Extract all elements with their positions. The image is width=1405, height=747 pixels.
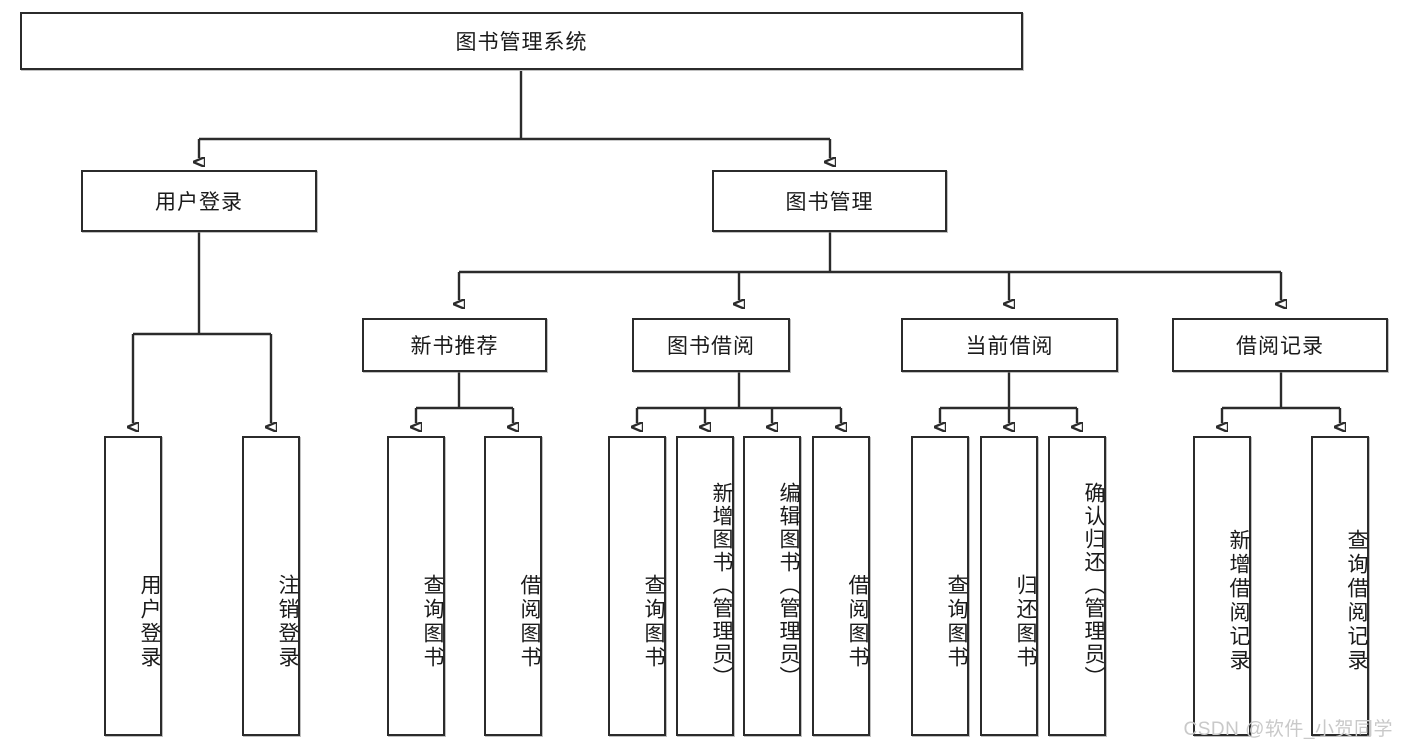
node-new-book-rec[interactable]: 新书推荐: [362, 318, 547, 372]
node-leaf-rec-borrow-label: 借阅图书: [518, 574, 541, 670]
node-leaf-borrow-edit-label: 编辑图书（管理员）: [777, 481, 800, 689]
node-leaf-user-logout[interactable]: 注销登录: [242, 436, 300, 736]
node-new-book-rec-label: 新书推荐: [410, 335, 499, 358]
node-book-borrow-label: 图书借阅: [667, 335, 755, 358]
node-leaf-borrow-edit[interactable]: 编辑图书（管理员）: [743, 436, 801, 736]
watermark: CSDN @软件_小贺同学: [1183, 719, 1393, 740]
node-leaf-cur-query[interactable]: 查询图书: [911, 436, 969, 736]
node-leaf-borrow-query-label: 查询图书: [642, 574, 665, 670]
node-leaf-rec-add-label: 新增借阅记录: [1227, 529, 1250, 673]
node-leaf-borrow-query[interactable]: 查询图书: [608, 436, 666, 736]
node-book-manage[interactable]: 图书管理: [712, 170, 947, 232]
node-leaf-rec-search-label: 查询借阅记录: [1345, 529, 1368, 673]
node-leaf-user-login[interactable]: 用户登录: [104, 436, 162, 736]
node-book-manage-label: 图书管理: [785, 191, 874, 214]
node-leaf-user-login-label: 用户登录: [138, 574, 161, 670]
node-leaf-cur-return-label: 归还图书: [1014, 574, 1037, 670]
node-borrow-record[interactable]: 借阅记录: [1172, 318, 1388, 372]
node-leaf-rec-add[interactable]: 新增借阅记录: [1193, 436, 1251, 736]
node-leaf-rec-query-label: 查询图书: [421, 574, 444, 670]
node-leaf-borrow-add-label: 新增图书（管理员）: [710, 481, 733, 689]
node-leaf-user-logout-label: 注销登录: [276, 574, 299, 670]
node-current-borrow-label: 当前借阅: [965, 335, 1054, 358]
node-root[interactable]: 图书管理系统: [20, 12, 1023, 70]
node-leaf-rec-query[interactable]: 查询图书: [387, 436, 445, 736]
node-leaf-cur-confirm[interactable]: 确认归还（管理员）: [1048, 436, 1106, 736]
node-leaf-cur-confirm-label: 确认归还（管理员）: [1082, 481, 1105, 689]
node-borrow-record-label: 借阅记录: [1236, 335, 1324, 358]
node-user-login[interactable]: 用户登录: [81, 170, 317, 232]
node-leaf-cur-query-label: 查询图书: [945, 574, 968, 670]
node-leaf-rec-search[interactable]: 查询借阅记录: [1311, 436, 1369, 736]
node-leaf-borrow-add[interactable]: 新增图书（管理员）: [676, 436, 734, 736]
node-root-label: 图书管理系统: [455, 31, 588, 54]
node-leaf-borrow-lend-label: 借阅图书: [846, 574, 869, 670]
node-leaf-cur-return[interactable]: 归还图书: [980, 436, 1038, 736]
node-user-login-label: 用户登录: [155, 191, 243, 214]
node-current-borrow[interactable]: 当前借阅: [901, 318, 1118, 372]
node-leaf-borrow-lend[interactable]: 借阅图书: [812, 436, 870, 736]
node-book-borrow[interactable]: 图书借阅: [632, 318, 790, 372]
node-leaf-rec-borrow[interactable]: 借阅图书: [484, 436, 542, 736]
